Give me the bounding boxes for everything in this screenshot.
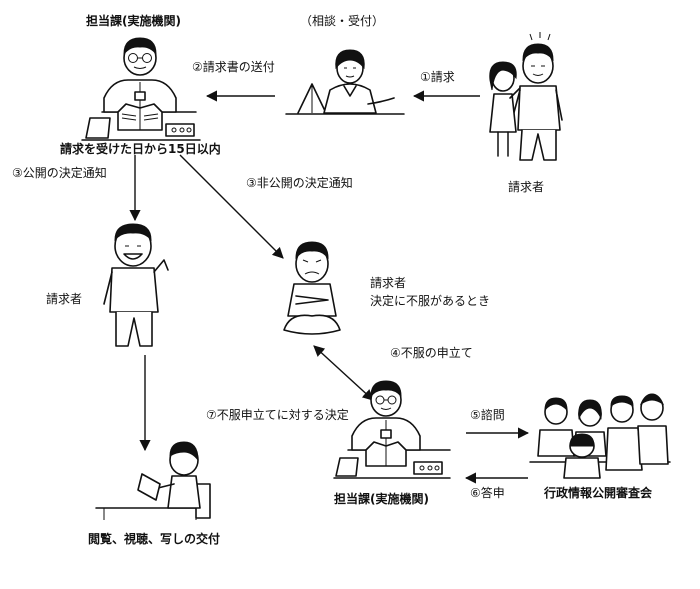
frowning-requester-icon (283, 241, 341, 335)
happy-requester-icon (103, 223, 169, 347)
step-3b-label: ③非公開の決定通知 (246, 176, 353, 190)
requester-mid-title: 請求者 (370, 276, 407, 290)
step-5-label: ⑤諮問 (470, 408, 505, 422)
step-1-label: ①請求 (420, 70, 455, 84)
dept-top-label: 担当課(実施機関) (86, 14, 181, 28)
requester-left-label: 請求者 (46, 292, 83, 306)
reading-person-icon (95, 441, 211, 520)
step-2-label: ②請求書の送付 (192, 60, 275, 74)
requester-mid-sub: 決定に不服があるとき (370, 294, 491, 308)
review-council-icon (529, 393, 671, 479)
deadline-label: 請求を受けた日から15日以内 (60, 142, 221, 156)
reception-label: （相談・受付） (300, 14, 385, 28)
council-label: 行政情報公開審査会 (544, 486, 653, 500)
clerk-bottom-icon (333, 380, 451, 479)
arrow-appeal (313, 345, 374, 401)
receptionist-icon (285, 49, 405, 115)
arrow-nonpublic (179, 154, 284, 259)
delivery-label: 閲覧、視聴、写しの交付 (88, 532, 221, 546)
requester-couple-icon (489, 32, 563, 161)
requester-top-label: 請求者 (508, 180, 545, 194)
step-7-label: ⑦不服申立てに対する決定 (206, 408, 349, 422)
clerk-top-icon (81, 37, 201, 141)
step-6-label: ⑥答申 (470, 486, 505, 500)
dept-bottom-label: 担当課(実施機関) (334, 492, 429, 506)
step-3a-label: ③公開の決定通知 (12, 166, 107, 180)
step-4-label: ④不服の申立て (390, 346, 473, 360)
